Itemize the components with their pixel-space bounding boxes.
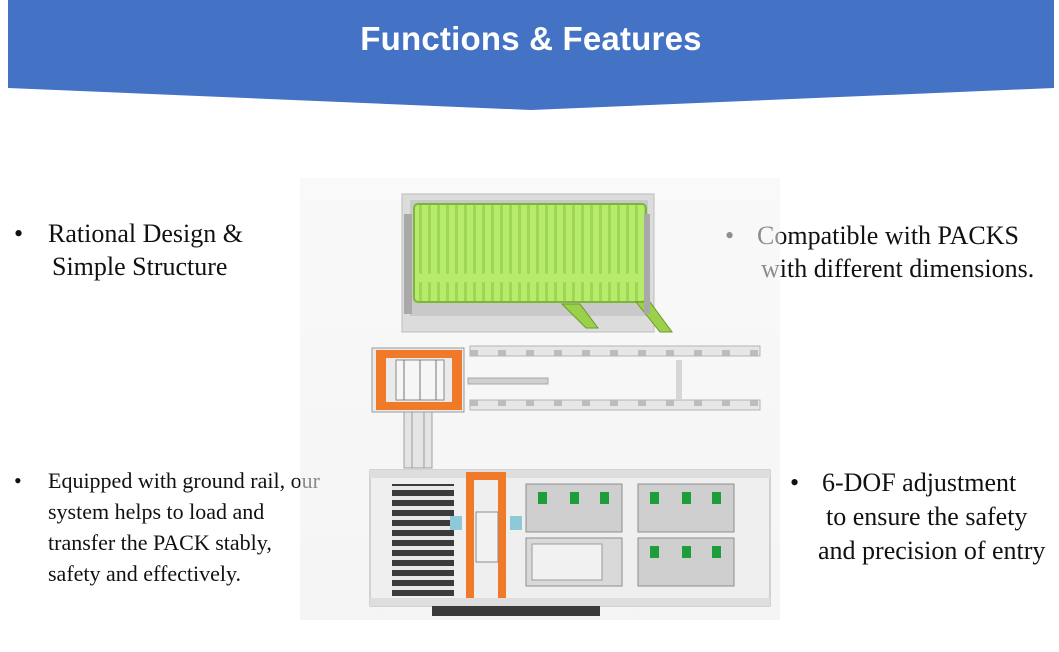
battery-pack (413, 203, 647, 303)
feature-line: Simple Structure (52, 252, 228, 281)
bullet-marker: • (14, 219, 24, 248)
ground-rail (432, 606, 600, 616)
feature-line: Rational Design & (48, 219, 243, 248)
upper-conveyor-rails (467, 345, 761, 411)
lower-gantry (450, 472, 522, 598)
title-banner: Functions & Features (8, 0, 1054, 112)
bullet-marker: • (790, 468, 800, 497)
feature-line: 6-DOF adjustment (822, 468, 1017, 497)
feature-line: and precision of entry (818, 536, 1046, 565)
pack-platform (401, 193, 673, 333)
pack-loading-system-illustration (300, 178, 780, 620)
feature-line: to ensure the safety (826, 502, 1028, 531)
bullet-marker: • (14, 468, 22, 493)
page-title: Functions & Features (360, 20, 702, 57)
feature-compatible-packs: • Compatible with PACKS with different d… (725, 219, 1034, 285)
feature-ground-rail: • Equipped with ground rail, our system … (14, 465, 320, 589)
roller-bed (392, 484, 454, 596)
feature-line: safety and effectively. (48, 561, 242, 586)
feature-rational-design: • Rational Design & Simple Structure (14, 217, 243, 283)
feature-line: Equipped with ground rail, our (48, 468, 320, 493)
battery-modules (525, 483, 735, 587)
feature-line: transfer the PACK stably, (48, 530, 272, 555)
feature-6dof: • 6-DOF adjustment to ensure the safety … (790, 466, 1045, 568)
upper-gantry (371, 347, 465, 469)
feature-line: system helps to load and (48, 499, 265, 524)
banner-shape (8, 0, 1054, 110)
feature-line: with different dimensions. (761, 254, 1035, 283)
feature-line: Compatible with PACKS (757, 221, 1019, 250)
